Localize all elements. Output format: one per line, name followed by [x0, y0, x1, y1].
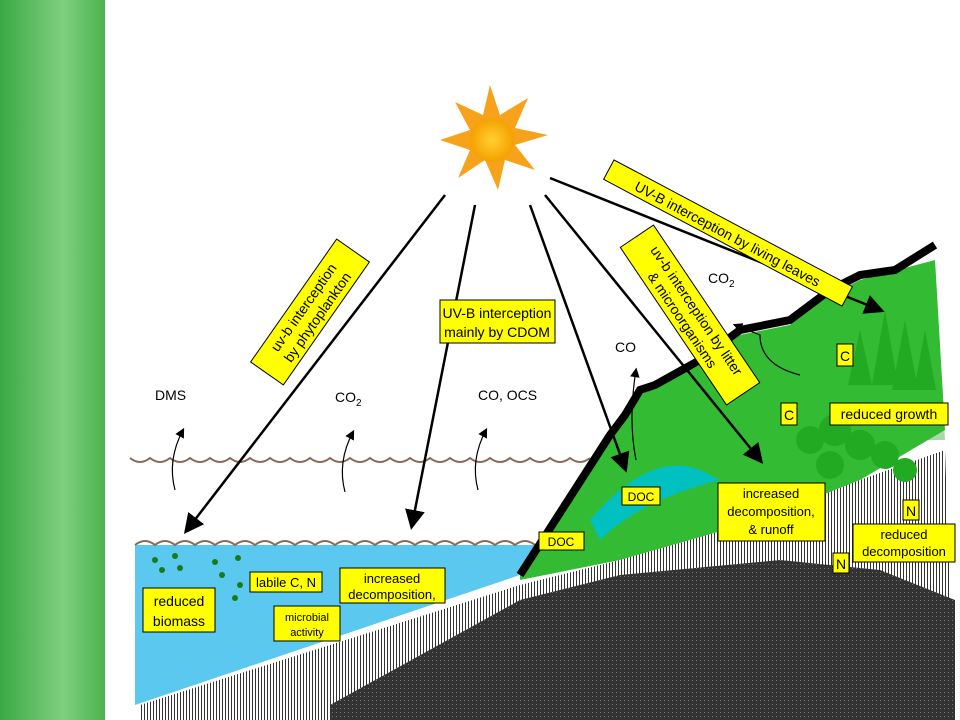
microbial-activity-box	[273, 605, 341, 642]
svg-text:increased: increased	[364, 571, 420, 586]
n-box-1	[902, 499, 920, 521]
svg-text:DOC: DOC	[548, 535, 575, 549]
sun-icon	[440, 85, 548, 190]
svg-text:UV-B interception: UV-B interception	[443, 305, 552, 321]
c-box-2	[780, 402, 798, 426]
gas-flux-arrows	[171, 323, 801, 493]
increased-decomposition-runoff-box	[717, 482, 826, 542]
svg-text:& runoff: & runoff	[748, 522, 794, 537]
svg-text:activity: activity	[290, 627, 324, 639]
svg-text:DOC: DOC	[628, 490, 655, 504]
svg-text:microbial: microbial	[285, 612, 329, 624]
c-box-1	[836, 343, 854, 367]
doc-box-1	[621, 486, 661, 506]
co-land-label: CO	[615, 339, 636, 355]
increased-decomposition-box	[339, 567, 446, 604]
doc-box-2	[538, 531, 585, 551]
reduced-growth-box	[829, 402, 949, 426]
co2-sea-label: CO2	[335, 389, 362, 409]
co2-land-label: CO2	[708, 270, 735, 290]
phytoplankton-cells	[152, 553, 243, 601]
reduced-biomass-box	[142, 587, 216, 633]
co-ocs-label: CO, OCS	[478, 387, 537, 403]
svg-text:reduced: reduced	[154, 593, 205, 609]
bedrock	[330, 560, 955, 720]
svg-text:reduced growth: reduced growth	[841, 406, 938, 422]
svg-text:biomass: biomass	[153, 613, 205, 629]
label-cdom: UV-B interception mainly by CDOM	[439, 299, 556, 344]
atmosphere-waves	[129, 456, 591, 463]
reduced-decomposition-box	[852, 523, 956, 563]
svg-text:labile C, N: labile C, N	[256, 575, 316, 590]
labile-cn-box	[249, 571, 323, 593]
svg-text:N: N	[906, 503, 916, 519]
gas-labels: DMS CO2 CO, OCS CO CO2	[155, 270, 735, 409]
svg-text:decomposition: decomposition	[862, 544, 946, 559]
svg-text:decomposition,: decomposition,	[348, 587, 435, 602]
wetland-water	[590, 465, 720, 540]
n-box-2	[832, 552, 850, 574]
svg-text:N: N	[836, 556, 846, 572]
svg-text:C: C	[840, 348, 850, 364]
svg-text:C: C	[784, 407, 794, 423]
slide-sidebar-gradient	[0, 0, 105, 720]
svg-text:increased: increased	[743, 486, 799, 501]
svg-text:decomposition,: decomposition,	[727, 504, 814, 519]
svg-text:mainly by CDOM: mainly by CDOM	[444, 324, 550, 340]
ocean-surface-waves	[134, 540, 536, 547]
dms-label: DMS	[155, 387, 186, 403]
svg-text:reduced: reduced	[881, 527, 928, 542]
